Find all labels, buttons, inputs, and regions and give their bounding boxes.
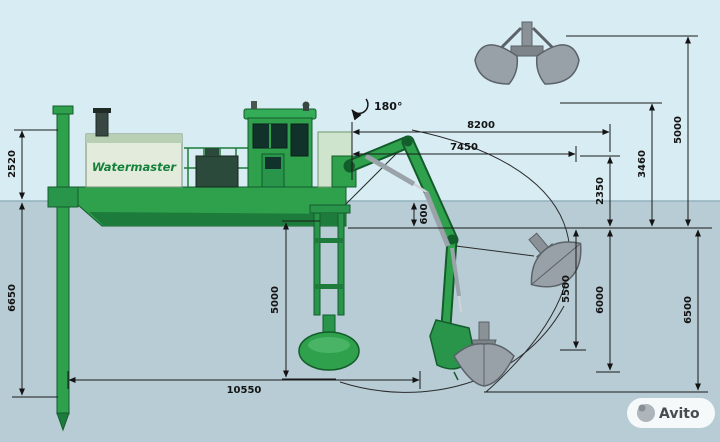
grab-shell-left	[474, 44, 519, 85]
deck-equipment	[195, 148, 239, 188]
engine-housing: Watermaster	[85, 108, 183, 188]
pump-stem	[322, 314, 336, 334]
grab-stem-bottom	[478, 321, 490, 343]
door-window	[265, 157, 281, 169]
watermark-label: Avito	[659, 406, 700, 422]
grab-bucket-open	[474, 21, 580, 85]
cabin-window-front	[290, 123, 309, 157]
beacon-base	[303, 107, 309, 111]
dim-label-2350: 2350	[595, 177, 606, 205]
dimension-labels: 2520 6650 10550 5000 600 8200 7450 2350 …	[7, 116, 694, 396]
water	[0, 201, 720, 442]
dim-label-8200: 8200	[467, 120, 495, 131]
boom2-segment	[403, 137, 457, 245]
hydraulic-cylinder-1	[364, 153, 416, 187]
antenna	[251, 101, 257, 109]
exhaust-stack	[95, 111, 109, 137]
grab-shell-right	[535, 44, 580, 85]
spud-pole	[47, 105, 79, 432]
equipment-box	[195, 155, 239, 188]
boom-joint-elbow	[447, 235, 457, 245]
beacon-light	[302, 101, 310, 109]
dimension-lines	[12, 35, 712, 398]
grab-bucket-tilted	[528, 232, 582, 288]
reach-line	[455, 245, 535, 257]
dim-label-3460: 3460	[637, 150, 648, 178]
dim-label-6500: 6500	[683, 296, 694, 324]
dim-label-10550: 10550	[227, 385, 262, 396]
dim-label-5000-lift: 5000	[673, 116, 684, 144]
avito-logo-dot	[638, 404, 646, 412]
equipment-box-top	[205, 148, 219, 156]
grab-bucket-closed	[453, 321, 515, 387]
cylinder-rod-3	[458, 295, 462, 313]
dredger: Watermaster	[47, 101, 482, 432]
brand-label: Watermaster	[92, 160, 178, 174]
dim-label-5500: 5500	[561, 275, 572, 303]
cylinder-rod-1	[413, 182, 429, 195]
cabin	[243, 101, 317, 188]
avito-watermark: Avito	[627, 398, 715, 428]
motion-arc-lower	[339, 305, 565, 393]
spud-clamp	[47, 186, 79, 208]
dim-label-5000-pump: 5000	[270, 286, 281, 314]
spud-cap	[52, 105, 74, 115]
dim-label-6000: 6000	[595, 286, 606, 314]
pump-crossbar-1	[314, 238, 344, 243]
dim-label-7450: 7450	[450, 142, 478, 153]
rotation-annotation: 180°	[351, 98, 402, 121]
pump-crossbar-2	[314, 284, 344, 289]
spud-shaft	[56, 113, 70, 415]
hydraulic-cylinder-3	[450, 247, 461, 297]
rotation-label: 180°	[374, 100, 402, 113]
pump-bracket	[309, 204, 351, 214]
motion-envelope	[339, 129, 571, 393]
hull-bottom-band	[89, 212, 346, 225]
dim-label-600: 600	[419, 204, 430, 225]
pump-rail-right	[337, 212, 345, 316]
hydraulic-cylinder-2	[423, 191, 451, 247]
motion-arc-outer	[411, 129, 571, 393]
grab-seam-mid	[531, 243, 581, 285]
pump-highlight	[308, 337, 350, 353]
dredge-pump-assembly	[298, 204, 360, 371]
boom-pivot	[345, 161, 355, 171]
housing-stripe	[86, 134, 182, 143]
dim-label-6650: 6650	[7, 284, 18, 312]
pontoon-hull	[77, 186, 347, 227]
exhaust-cap	[93, 108, 111, 113]
rotation-arrow-icon	[351, 98, 369, 121]
pump-rail-left	[313, 212, 321, 316]
grab-crossbar	[510, 45, 544, 57]
grab-stem-top	[521, 21, 533, 49]
dim-label-2520: 2520	[7, 150, 18, 178]
spud-tip	[56, 412, 70, 432]
boom-joint-upper	[403, 137, 413, 147]
